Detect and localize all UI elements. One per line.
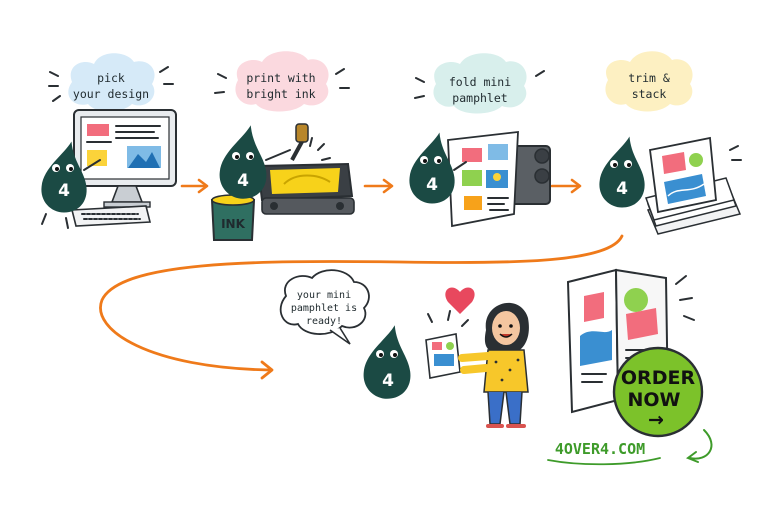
folding-machine-icon [447,130,551,228]
mascot-step-4: 4 [599,136,645,208]
mascot-step-1: 4 [41,141,101,229]
step-print-ink: print with bright ink INK 4 [210,51,355,241]
handed-pamphlet-icon [425,310,469,379]
cta-area: ORDER NOW → 4OVER4.COM [547,268,713,466]
step-3-label-line2: pamphlet [452,91,507,105]
step-fold-pamphlet: fold mini pamphlet 4 [409,53,551,228]
curved-arrow-icon [689,429,713,460]
step-1-label-line2: your design [73,87,149,101]
step-2-bubble: print with bright ink [214,51,350,112]
step-2-label-line1: print with [246,71,315,85]
step-2-label-line2: bright ink [246,87,315,101]
step-trim-stack: trim & stack 4 [599,51,742,235]
ink-can-label: INK [221,217,246,231]
step-1-label-line1: pick [97,71,125,85]
flow-arrows [99,178,624,380]
step-3-bubble: fold mini pamphlet [414,53,545,114]
customer-figure [458,302,529,428]
step-4-bubble: trim & stack [605,51,693,112]
step-3-label-line1: fold mini [449,75,511,89]
step-4-label-line2: stack [632,87,667,101]
speech-bubble: your mini pamphlet is ready! [279,269,370,345]
delivery-scene: your mini pamphlet is ready! 4 [279,269,529,428]
speech-line1: your mini [297,290,351,301]
speech-line2: pamphlet is [291,303,357,314]
order-now-button[interactable]: ORDER NOW → [612,346,704,438]
mascot-step-2: 4 [219,125,291,199]
mascot-3-number: 4 [426,175,438,195]
monitor-icon [73,109,177,208]
order-now-line2: NOW [627,389,680,411]
step-pick-design: pick your design 4 [41,53,177,229]
speech-line3: ready! [306,316,342,327]
keyboard-icon [70,205,152,227]
mascot-delivery: 4 [363,325,411,399]
ink-can-icon: INK [210,194,256,241]
printing-press-icon [256,123,355,215]
arrow-right-icon: → [648,409,664,431]
heart-icon [445,287,475,314]
mascot-5-number: 4 [382,371,394,391]
order-now-line1: ORDER [621,367,696,389]
mascot-1-number: 4 [58,181,70,201]
mascot-4-number: 4 [616,179,628,199]
mascot-step-3: 4 [409,132,467,204]
step-4-label-line1: trim & [628,71,670,85]
step-1-bubble: pick your design [48,53,174,112]
pamphlet-stack-icon [645,136,742,235]
website-link[interactable]: 4OVER4.COM [555,440,645,458]
mascot-2-number: 4 [237,171,249,191]
